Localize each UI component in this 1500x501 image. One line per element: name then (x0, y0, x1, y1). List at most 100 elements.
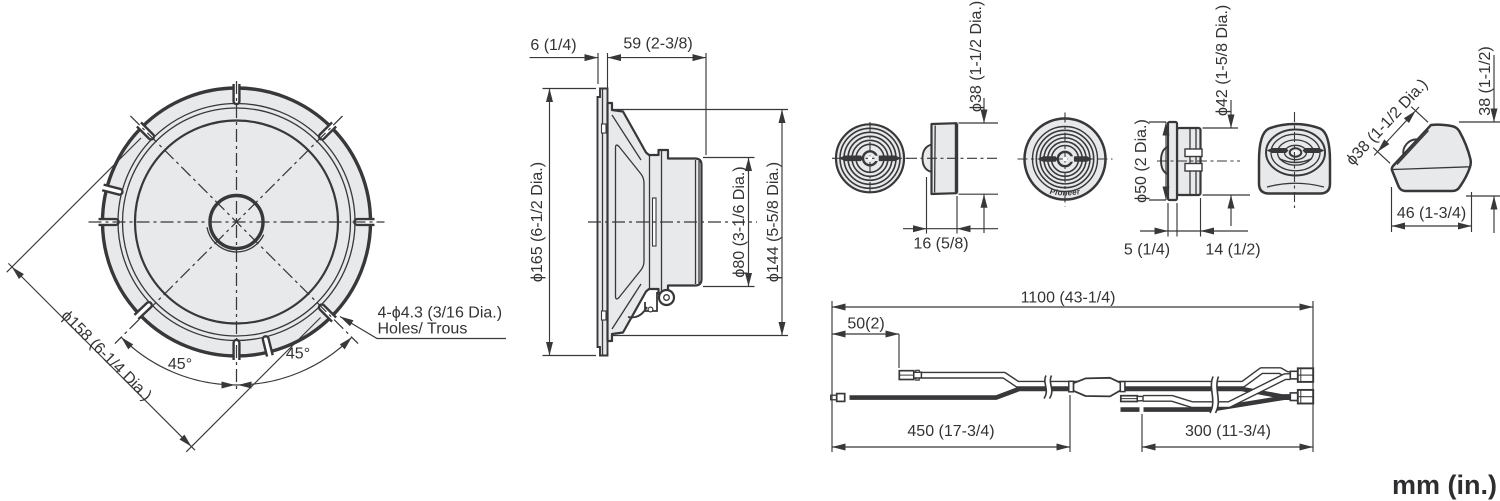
depth-arrow-left (607, 54, 621, 62)
offset-arrow-left (832, 330, 846, 338)
terminal-lug-circle (657, 288, 676, 307)
tweeter-flush-dimensions: ϕ38 (1-1/2 Dia.) 16 (5/8) (903, 1, 998, 253)
ta-hub (1288, 147, 1303, 158)
tf-hub-dot (868, 156, 872, 161)
ta-dia-ext-lower (1372, 147, 1391, 164)
tf-side-body (930, 122, 958, 196)
total-arrow-right (1299, 303, 1313, 311)
depth-arrow-right (692, 54, 706, 62)
angle-right-arrow-inner (238, 381, 252, 389)
cutout-dia-arrow-top (778, 109, 786, 123)
tf-dia-label: ϕ38 (1-1/2 Dia.) (968, 1, 985, 112)
basket-cone-line-bottom (611, 283, 642, 330)
terminal-wire-curve (627, 306, 648, 319)
tweeter-flush-front-view (832, 122, 908, 195)
centerline-diag-135 (129, 115, 359, 345)
break2-curve-right (1214, 376, 1220, 414)
total-length-label: 1100 (43-1/4) (1021, 290, 1116, 307)
ts-clip-top (1184, 148, 1203, 158)
ts-flange-t-arrow (1154, 227, 1168, 235)
tweeter-section-arrow-right (1299, 443, 1313, 451)
break2-mask (1210, 375, 1219, 415)
angle-right-label: 45° (286, 346, 310, 363)
angle-left-arrow-inner (221, 381, 235, 389)
units-note-label: mm (in.) (1392, 470, 1497, 500)
woofer-side-dimensions: 6 (1/4) 59 (2-3/8) ϕ165 (6-1/2 Dia.) ϕ80… (529, 36, 788, 357)
woofer-flange-clip-bottom (600, 310, 607, 321)
magnet-dia-label: ϕ80 (3-1/6 Dia.) (731, 166, 748, 277)
woofer-section-arrow-left (832, 443, 846, 451)
basket-window-outline (614, 144, 645, 300)
flange-thickness-label: 6 (1/4) (530, 37, 576, 54)
frame-dia-arrow-top (546, 88, 553, 102)
notch-0 (232, 84, 241, 106)
tweeter-white-coupling (1136, 395, 1144, 402)
harness-dimensions: 1100 (43-1/4) 50(2) 450 (17-3/4) 300 (11… (831, 290, 1314, 452)
woofer-dustcap-offset-arc (206, 227, 265, 253)
holes-leader-arrow (338, 313, 354, 327)
ts-grille-bar-right (1072, 156, 1093, 162)
break2-curve-left (1209, 376, 1214, 414)
ta-grille-bar-right (1302, 148, 1325, 153)
wiring-harness: 1100 (43-1/4) 50(2) 450 (17-3/4) 300 (11… (830, 290, 1315, 452)
tweeter-flush-side-view: ϕ38 (1-1/2 Dia.) 16 (5/8) (903, 1, 999, 253)
break1-curve-left (1043, 375, 1048, 399)
tf-grille-bar-left (838, 155, 863, 162)
crossover-clamp-left (1068, 380, 1075, 393)
cutout-dia-label: ϕ144 (5-5/8 Dia.) (765, 162, 782, 282)
ts-body-depth-arrow (1200, 227, 1214, 235)
tweeter-angle-front-view (1257, 112, 1332, 208)
cutout-dia-arrow-bottom (778, 322, 786, 336)
frame-dia-label: ϕ165 (6-1/2 Dia.) (529, 162, 546, 282)
ts-grille-bar-left (1037, 156, 1058, 162)
ta-side-dome (1402, 138, 1419, 156)
terminal-screw (647, 306, 654, 313)
tweeter-surface-front-view: Pioneer (1017, 112, 1113, 207)
angle-left-label: 45° (168, 356, 192, 373)
tf-grille-bar-right (877, 155, 902, 162)
ta-base-line (1392, 166, 1469, 171)
ta-grille-bar-left (1266, 148, 1289, 153)
terminal-lug-center (663, 294, 670, 301)
ta-width-arrow-left (1391, 222, 1405, 230)
ts-hub-dot (1062, 156, 1068, 162)
ts-flange-t-label: 5 (1/4) (1124, 242, 1170, 259)
woofer-black-connector (835, 392, 846, 403)
woofer-white-nub-top (915, 369, 920, 373)
break1-mask (1044, 374, 1052, 400)
tf-hub-notch (874, 155, 879, 161)
ts-hub-notch (1069, 156, 1074, 162)
woofer-section-arrow-right (1056, 443, 1070, 451)
lead-offset-label: 50(2) (847, 316, 884, 333)
tf-depth-arrow-left (913, 225, 927, 233)
ts-flange-dia-label: ϕ50 (2 Dia.) (1133, 119, 1150, 203)
tf-dia-arrow-bottom (980, 194, 988, 208)
holes-leader-line (339, 316, 506, 340)
woofer-front-view: ϕ158 (6-1/4 Dia.) 45° 45° 4-ϕ4.3 (3/16 D… (6, 81, 506, 453)
ts-body-depth-label: 14 (1/2) (1205, 242, 1260, 259)
dia-dim-line (7, 262, 196, 451)
ta-side-outline (1390, 123, 1473, 193)
output-bottom-neck (1289, 392, 1299, 402)
ts-body-dia-label: ϕ42 (1-5/8 Dia.) (1214, 5, 1231, 116)
total-arrow-left (832, 303, 846, 311)
flange-dim-arrow (584, 54, 598, 62)
dia-ext-line-upper (6, 137, 142, 273)
harness-connectors (830, 367, 1315, 405)
notch-284 (101, 183, 124, 196)
centerline-diag-45 (114, 115, 343, 345)
basket-cone-line-top (611, 114, 642, 161)
woofer-white-coupling (913, 371, 923, 379)
ts-body-dia-arrow-bottom (1227, 195, 1235, 209)
notch-166 (261, 335, 274, 357)
ta-width-label: 46 (1-3/4) (1397, 205, 1466, 222)
output-top-neck (1289, 370, 1299, 380)
tweeter-section-arrow-left (1142, 443, 1156, 451)
woofer-centerlines (88, 81, 385, 392)
holes-note-line1: 4-ϕ4.3 (3/16 Dia.) (378, 305, 503, 322)
offset-arrow-right (885, 330, 899, 338)
ts-clip-bottom (1184, 162, 1203, 172)
tweeter-angle-views: ϕ38 (1-1/2 Dia.) 38 (1-1/2) 46 (1-3/4) (1257, 46, 1500, 233)
ta-face-inner-line (1396, 130, 1429, 165)
